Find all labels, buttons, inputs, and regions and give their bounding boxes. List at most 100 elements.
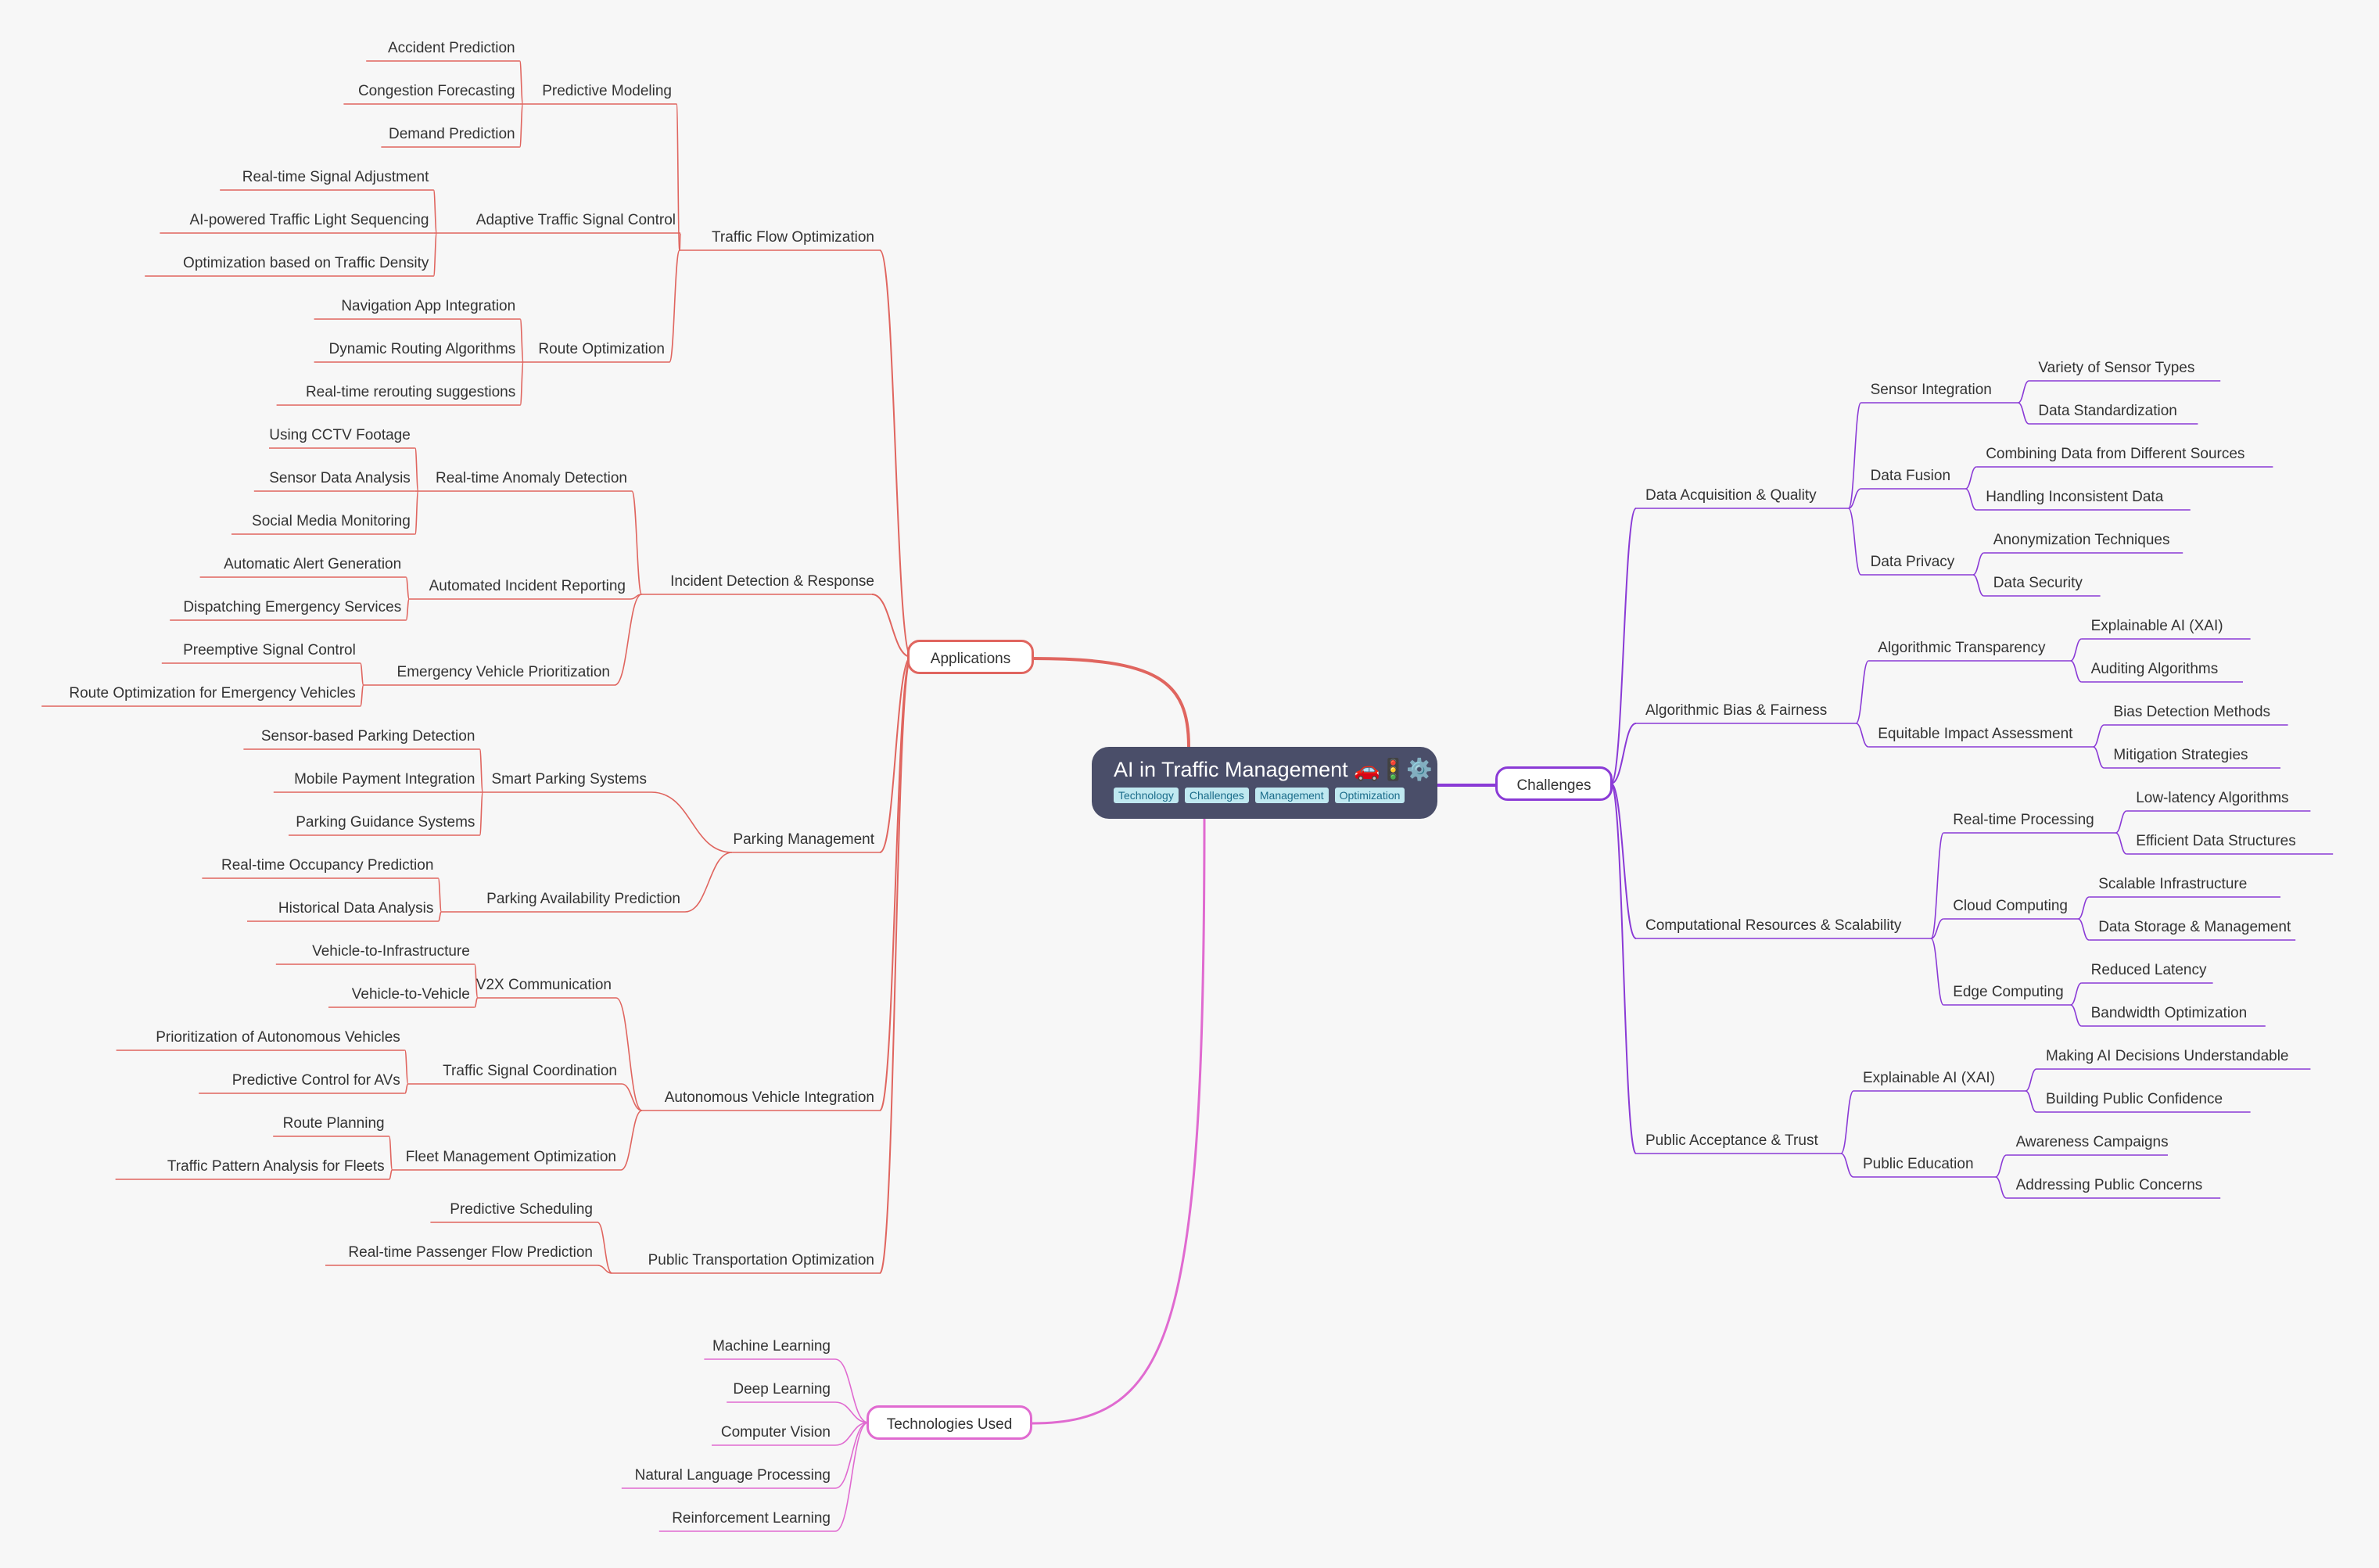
node-real-time-anomaly-detection[interactable]: Real-time Anomaly Detection bbox=[436, 470, 627, 486]
tag-optimization[interactable]: Optimization bbox=[1334, 788, 1405, 803]
node-real-time-processing[interactable]: Real-time Processing bbox=[1953, 812, 2094, 828]
leaf-sensor-data-analysis[interactable]: Sensor Data Analysis bbox=[269, 470, 411, 486]
leaf-using-cctv-footage[interactable]: Using CCTV Footage bbox=[269, 427, 411, 443]
tag-challenges[interactable]: Challenges bbox=[1184, 788, 1249, 803]
leaf-optimization-based-on-traffic-density[interactable]: Optimization based on Traffic Density bbox=[183, 255, 429, 271]
leaf-navigation-app-integration[interactable]: Navigation App Integration bbox=[341, 298, 516, 314]
leaf-explainable-ai-xai[interactable]: Explainable AI (XAI) bbox=[2090, 618, 2223, 634]
node-fleet-management-optimization[interactable]: Fleet Management Optimization bbox=[405, 1149, 616, 1165]
node-explainable-ai-xai[interactable]: Explainable AI (XAI) bbox=[1863, 1070, 1995, 1086]
leaf-traffic-pattern-analysis-for-fleets[interactable]: Traffic Pattern Analysis for Fleets bbox=[167, 1158, 385, 1175]
leaf-vehicle-to-vehicle[interactable]: Vehicle-to-Vehicle bbox=[351, 986, 470, 1003]
leaf-data-standardization[interactable]: Data Standardization bbox=[2038, 403, 2177, 419]
connector-real-time-signal-adjustment bbox=[432, 189, 438, 234]
leaf-accident-prediction[interactable]: Accident Prediction bbox=[387, 40, 515, 56]
leaf-demand-prediction[interactable]: Demand Prediction bbox=[389, 126, 515, 142]
leaf-historical-data-analysis[interactable]: Historical Data Analysis bbox=[278, 900, 434, 917]
node-adaptive-traffic-signal-control[interactable]: Adaptive Traffic Signal Control bbox=[475, 212, 676, 228]
branch-technologies-used[interactable]: Technologies Used bbox=[867, 1405, 1032, 1440]
leaf-reduced-latency[interactable]: Reduced Latency bbox=[2090, 962, 2207, 978]
leaf-sensor-based-parking-detection[interactable]: Sensor-based Parking Detection bbox=[260, 728, 475, 745]
leaf-natural-language-processing[interactable]: Natural Language Processing bbox=[634, 1467, 831, 1484]
root-to-technologies-connector bbox=[1032, 818, 1206, 1425]
node-autonomous-vehicle-integration[interactable]: Autonomous Vehicle Integration bbox=[664, 1089, 874, 1106]
leaf-scalable-infrastructure[interactable]: Scalable Infrastructure bbox=[2098, 876, 2248, 892]
leaf-preemptive-signal-control[interactable]: Preemptive Signal Control bbox=[183, 642, 356, 658]
leaf-real-time-rerouting-suggestions[interactable]: Real-time rerouting suggestions bbox=[305, 384, 516, 400]
node-algorithmic-bias-fairness[interactable]: Algorithmic Bias & Fairness bbox=[1645, 702, 1828, 719]
node-automated-incident-reporting[interactable]: Automated Incident Reporting bbox=[429, 578, 626, 594]
leaf-congestion-forecasting[interactable]: Congestion Forecasting bbox=[357, 83, 515, 99]
leaf-variety-of-sensor-types[interactable]: Variety of Sensor Types bbox=[2038, 360, 2195, 376]
leaf-mitigation-strategies[interactable]: Mitigation Strategies bbox=[2113, 747, 2248, 763]
leaf-data-security[interactable]: Data Security bbox=[1993, 575, 2083, 591]
leaf-building-public-confidence[interactable]: Building Public Confidence bbox=[2046, 1091, 2223, 1107]
node-traffic-flow-optimization[interactable]: Traffic Flow Optimization bbox=[712, 229, 874, 246]
node-traffic-signal-coordination[interactable]: Traffic Signal Coordination bbox=[443, 1063, 617, 1079]
leaf-vehicle-to-infrastructure[interactable]: Vehicle-to-Infrastructure bbox=[312, 943, 470, 960]
node-public-transportation-optimization[interactable]: Public Transportation Optimization bbox=[648, 1252, 874, 1268]
connector-real-time-processing bbox=[1930, 832, 1944, 939]
leaf-efficient-data-structures[interactable]: Efficient Data Structures bbox=[2136, 833, 2296, 849]
node-data-privacy[interactable]: Data Privacy bbox=[1870, 554, 1955, 570]
leaf-making-ai-decisions-understandable[interactable]: Making AI Decisions Understandable bbox=[2046, 1048, 2289, 1064]
node-algorithmic-transparency[interactable]: Algorithmic Transparency bbox=[1878, 640, 2046, 656]
connector-scalable-infrastructure bbox=[2077, 896, 2090, 920]
leaf-addressing-public-concerns[interactable]: Addressing Public Concerns bbox=[2015, 1177, 2203, 1193]
node-equitable-impact-assessment[interactable]: Equitable Impact Assessment bbox=[1878, 726, 2073, 742]
leaf-real-time-occupancy-prediction[interactable]: Real-time Occupancy Prediction bbox=[221, 857, 434, 874]
leaf-ai-powered-traffic-light-sequencing[interactable]: AI-powered Traffic Light Sequencing bbox=[189, 212, 429, 228]
leaf-computer-vision[interactable]: Computer Vision bbox=[720, 1424, 831, 1441]
root-tags: Technology Challenges Management Optimiz… bbox=[1114, 788, 1416, 803]
node-emergency-vehicle-prioritization[interactable]: Emergency Vehicle Prioritization bbox=[396, 664, 610, 680]
node-incident-detection-response[interactable]: Incident Detection & Response bbox=[670, 573, 874, 590]
leaf-reinforcement-learning[interactable]: Reinforcement Learning bbox=[672, 1510, 831, 1527]
branch-challenges[interactable]: Challenges bbox=[1495, 766, 1613, 801]
tag-technology[interactable]: Technology bbox=[1114, 788, 1179, 803]
leaf-data-storage-management[interactable]: Data Storage & Management bbox=[2098, 919, 2291, 935]
node-cloud-computing[interactable]: Cloud Computing bbox=[1953, 898, 2068, 914]
tag-management[interactable]: Management bbox=[1254, 788, 1329, 803]
node-edge-computing[interactable]: Edge Computing bbox=[1953, 984, 2064, 1000]
leaf-social-media-monitoring[interactable]: Social Media Monitoring bbox=[252, 513, 411, 529]
leaf-automatic-alert-generation[interactable]: Automatic Alert Generation bbox=[224, 556, 402, 572]
leaf-parking-guidance-systems[interactable]: Parking Guidance Systems bbox=[296, 814, 475, 831]
leaf-bandwidth-optimization[interactable]: Bandwidth Optimization bbox=[2090, 1005, 2248, 1021]
leaf-combining-data-from-different-sources[interactable]: Combining Data from Different Sources bbox=[1986, 446, 2245, 462]
leaf-dynamic-routing-algorithms[interactable]: Dynamic Routing Algorithms bbox=[328, 341, 516, 357]
node-v2x-communication[interactable]: V2X Communication bbox=[475, 977, 612, 993]
leaf-bias-detection-methods[interactable]: Bias Detection Methods bbox=[2113, 704, 2271, 720]
node-data-acquisition-quality[interactable]: Data Acquisition & Quality bbox=[1645, 487, 1817, 504]
leaf-real-time-passenger-flow-prediction[interactable]: Real-time Passenger Flow Prediction bbox=[348, 1244, 593, 1261]
leaf-route-optimization-for-emergency-vehicles[interactable]: Route Optimization for Emergency Vehicle… bbox=[69, 685, 356, 701]
connector-computer-vision bbox=[834, 1422, 869, 1446]
leaf-low-latency-algorithms[interactable]: Low-latency Algorithms bbox=[2136, 790, 2289, 806]
leaf-deep-learning[interactable]: Deep Learning bbox=[733, 1381, 831, 1398]
leaf-predictive-control-for-avs[interactable]: Predictive Control for AVs bbox=[231, 1072, 400, 1089]
node-predictive-modeling[interactable]: Predictive Modeling bbox=[542, 83, 672, 99]
leaf-real-time-signal-adjustment[interactable]: Real-time Signal Adjustment bbox=[242, 169, 429, 185]
node-smart-parking-systems[interactable]: Smart Parking Systems bbox=[491, 771, 648, 788]
leaf-anonymization-techniques[interactable]: Anonymization Techniques bbox=[1993, 532, 2170, 548]
leaf-awareness-campaigns[interactable]: Awareness Campaigns bbox=[2015, 1134, 2169, 1150]
connector-emergency-vehicle-prioritization bbox=[614, 594, 642, 686]
node-computational-resources-scalability[interactable]: Computational Resources & Scalability bbox=[1645, 917, 1902, 934]
root-node[interactable]: AI in Traffic Management 🚗🚦⚙️ Technology… bbox=[1092, 747, 1437, 819]
node-sensor-integration[interactable]: Sensor Integration bbox=[1870, 382, 1992, 398]
node-data-fusion[interactable]: Data Fusion bbox=[1870, 468, 1951, 484]
leaf-auditing-algorithms[interactable]: Auditing Algorithms bbox=[2090, 661, 2219, 677]
node-public-acceptance-trust[interactable]: Public Acceptance & Trust bbox=[1645, 1132, 1818, 1149]
branch-applications[interactable]: Applications bbox=[907, 640, 1034, 674]
leaf-handling-inconsistent-data[interactable]: Handling Inconsistent Data bbox=[1986, 489, 2164, 505]
leaf-dispatching-emergency-services[interactable]: Dispatching Emergency Services bbox=[183, 599, 402, 615]
node-public-education[interactable]: Public Education bbox=[1863, 1156, 1974, 1172]
node-route-optimization[interactable]: Route Optimization bbox=[538, 341, 665, 357]
leaf-predictive-scheduling[interactable]: Predictive Scheduling bbox=[450, 1201, 593, 1218]
leaf-route-planning[interactable]: Route Planning bbox=[282, 1115, 385, 1132]
leaf-prioritization-of-autonomous-vehicles[interactable]: Prioritization of Autonomous Vehicles bbox=[156, 1029, 400, 1046]
leaf-mobile-payment-integration[interactable]: Mobile Payment Integration bbox=[294, 771, 475, 788]
connector-awareness-campaigns bbox=[1995, 1154, 2007, 1178]
node-parking-availability-prediction[interactable]: Parking Availability Prediction bbox=[486, 891, 680, 907]
leaf-machine-learning[interactable]: Machine Learning bbox=[712, 1338, 831, 1355]
node-parking-management[interactable]: Parking Management bbox=[733, 831, 874, 848]
